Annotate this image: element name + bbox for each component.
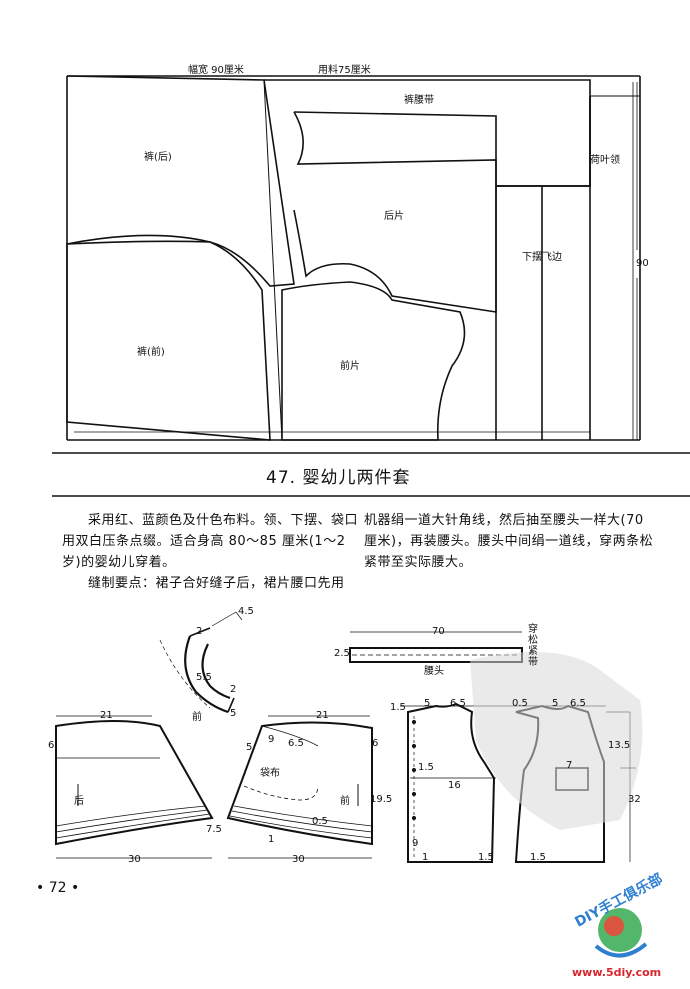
label-ruffle-collar: 荷叶领: [590, 155, 620, 166]
elastic-note-char: 穿: [528, 624, 538, 635]
label-collar-front: 前: [192, 712, 202, 723]
skirt-five-dim: 5: [246, 742, 253, 753]
top-pocket-width-dim: 7: [566, 760, 573, 771]
collar-dim-2: 2: [196, 626, 203, 637]
page-number: • 72 •: [36, 880, 80, 896]
skirt-hem-b-dim: 0.5: [312, 816, 328, 827]
fabric-width-label: 幅宽 90厘米: [188, 65, 244, 76]
piece-pants-front: [66, 240, 271, 441]
elastic-note-char: 紧: [528, 646, 538, 657]
text-line: 用双白压条点缀。适合身高 80～85 厘米(1～2: [62, 534, 346, 549]
skirt-pocket-b-dim: 6.5: [288, 738, 304, 749]
waist-width-dim: 2.5: [334, 648, 350, 659]
watermark-graphic: [470, 652, 648, 958]
top-length-dim: 32: [628, 794, 641, 805]
label-hem-ruffle: 下摆飞边: [522, 252, 562, 263]
skirt-drawing: [55, 715, 373, 859]
skirt-pocket-a-dim: 9: [268, 734, 275, 745]
collar-dim-5: 5: [230, 708, 237, 719]
label-pants-front: 裤(前): [137, 347, 165, 358]
top-shoulder-a-dim: 1.5: [390, 702, 406, 713]
top-hem-c-dim: 1.5: [530, 852, 546, 863]
label-waist-head: 腰头: [424, 666, 444, 677]
skirt-top-right-dim: 21: [316, 710, 329, 721]
label-waistband: 裤腰带: [404, 95, 434, 106]
fabric-amount-label: 用料75厘米: [318, 65, 371, 76]
label-skirt-front: 前: [340, 796, 350, 807]
top-chest-width-dim: 16: [448, 780, 461, 791]
elastic-note: 穿 松 紧 带: [528, 624, 538, 668]
top-hem-b-dim: 1.5: [478, 852, 494, 863]
skirt-hem-a-dim: 1: [268, 834, 275, 845]
skirt-top-left-dim: 21: [100, 710, 113, 721]
text-line: 缝制要点：裙子合好缝子后，裙片腰口先用: [88, 576, 345, 591]
top-shoulder-b-dim: 0.5: [512, 698, 528, 709]
top-hem-a-dim: 1: [422, 852, 429, 863]
skirt-slit-dim: 7.5: [206, 824, 222, 835]
text-line: 岁)的婴幼儿穿着。: [62, 555, 176, 570]
piece-pants-back: [66, 75, 295, 287]
text-line: 机器绢一道大针角线，然后抽至腰头一样大(70: [364, 513, 644, 528]
skirt-side-right-dim: 6: [372, 738, 379, 749]
label-skirt-back: 后: [74, 796, 84, 807]
elastic-note-char: 松: [528, 635, 538, 646]
collar-dim-4: 2: [230, 684, 237, 695]
top-chest-a-dim: 1.5: [418, 762, 434, 773]
body-text-right: 机器绢一道大针角线，然后抽至腰头一样大(70 厘米)，再装腰头。腰头中间绢一道线…: [364, 510, 684, 573]
waist-length-dim: 70: [432, 626, 445, 637]
piece-ruffle-collar: [496, 96, 591, 187]
top-neck-c-dim: 5: [552, 698, 559, 709]
text-line: 紧带至实际腰大。: [364, 555, 473, 570]
skirt-length-dim: 19.5: [370, 794, 393, 805]
label-pocket-cloth: 袋布: [260, 768, 280, 779]
label-front-piece: 前片: [340, 361, 360, 372]
label-back-piece: 后片: [384, 211, 404, 222]
collar-dim-6: 6: [48, 740, 55, 751]
piece-hem-ruffle: [495, 185, 591, 440]
text-line: 采用红、蓝颜色及什色布料。领、下摆、袋口: [88, 513, 359, 528]
top-neck-b-dim: 6.5: [450, 698, 466, 709]
elastic-note-char: 带: [528, 657, 538, 668]
top-neck-a-dim: 5: [424, 698, 431, 709]
watermark-site: www.5diy.com: [572, 966, 662, 979]
top-buttons: [412, 720, 416, 820]
section-heading: 47. 婴幼儿两件套: [266, 468, 411, 488]
piece-front: [281, 281, 466, 441]
skirt-bottom-left-dim: 30: [128, 854, 141, 865]
body-text-left: 采用红、蓝颜色及什色布料。领、下摆、袋口 用双白压条点缀。适合身高 80～85 …: [62, 510, 362, 594]
collar-dim-3: 5.5: [196, 672, 212, 683]
label-pants-back: 裤(后): [144, 152, 172, 163]
collar-dim-1: 4.5: [238, 606, 254, 617]
skirt-bottom-right-dim: 30: [292, 854, 305, 865]
piece-back: [293, 111, 497, 313]
top-neck-d-dim: 6.5: [570, 698, 586, 709]
layout-height-value: 90: [636, 258, 649, 269]
collar-drawing: [159, 611, 243, 714]
top-armhole-dim: 13.5: [608, 740, 631, 751]
text-line: 厘米)，再装腰头。腰头中间绢一道线，穿两条松: [364, 534, 654, 549]
top-side-a-dim: 9: [412, 838, 419, 849]
